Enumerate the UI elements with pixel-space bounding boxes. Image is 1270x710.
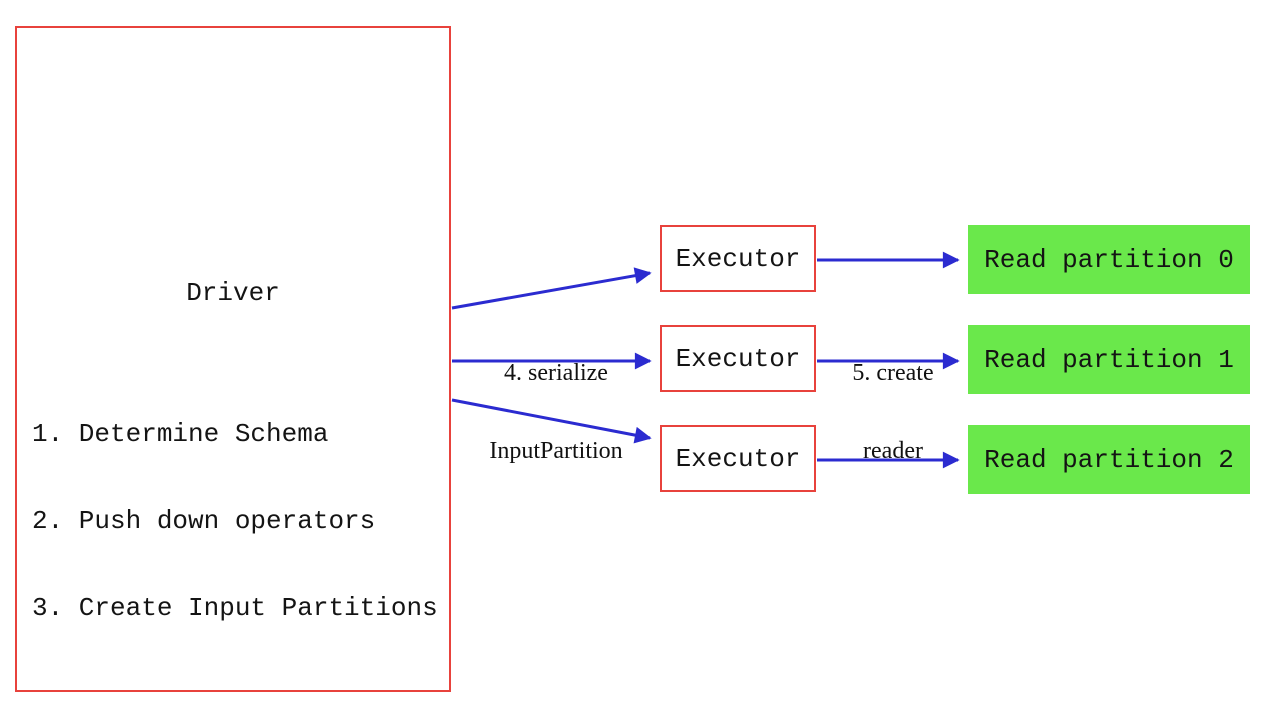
driver-step-3: 3. Create Input Partitions	[32, 593, 438, 623]
edge-label-create-reader-line-2: reader	[863, 438, 923, 464]
edge-label-serialize-line-1: 4. serialize	[504, 360, 608, 386]
executor-label-2: Executor	[675, 343, 801, 374]
driver-steps-list: 1. Determine Schema 2. Push down operato…	[32, 362, 438, 681]
driver-title: Driver	[186, 278, 280, 308]
read-partition-label-2: Read partition 2	[984, 444, 1234, 475]
executor-label-1: Executor	[675, 243, 801, 274]
edge-label-create-reader-line-1: 5. create	[852, 360, 934, 386]
driver-step-2: 2. Push down operators	[32, 506, 376, 536]
read-partition-box-2: Read partition 2	[968, 425, 1250, 494]
edge-label-create-reader: 5. create reader	[820, 308, 966, 516]
read-partition-label-1: Read partition 1	[984, 344, 1234, 375]
edge-label-serialize-line-2: InputPartition	[489, 438, 623, 464]
executor-box-1: Executor	[660, 225, 816, 292]
driver-step-1: 1. Determine Schema	[32, 419, 329, 449]
read-partition-box-1: Read partition 1	[968, 325, 1250, 394]
arrow-driver-to-executor-1	[451, 267, 652, 310]
edge-label-serialize-inputpartition: 4. serialize InputPartition	[436, 308, 676, 516]
executor-label-3: Executor	[675, 443, 801, 474]
executor-box-2: Executor	[660, 325, 816, 392]
read-partition-label-0: Read partition 0	[984, 244, 1234, 275]
read-partition-box-0: Read partition 0	[968, 225, 1250, 294]
driver-box: Driver 1. Determine Schema 2. Push down …	[15, 26, 451, 692]
executor-box-3: Executor	[660, 425, 816, 492]
